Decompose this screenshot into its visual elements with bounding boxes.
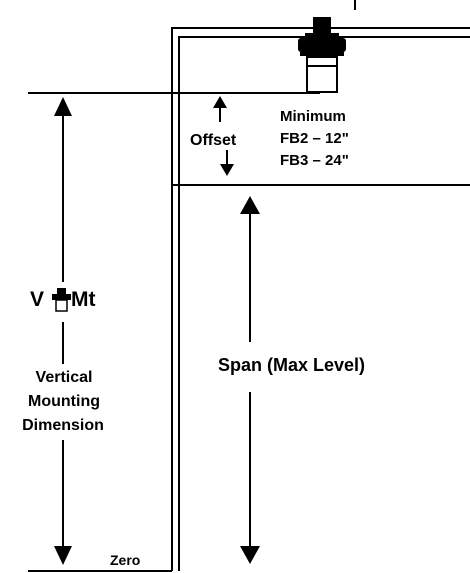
span-label: Span (Max Level) bbox=[218, 355, 366, 375]
fb2-label: FB2 – 12" bbox=[280, 130, 349, 147]
offset-arrow bbox=[213, 96, 234, 176]
tank-inner-wall bbox=[178, 36, 470, 571]
sensor-symbol-icon bbox=[52, 288, 71, 312]
zero-label: Zero bbox=[110, 552, 141, 568]
minimum-label: Minimum bbox=[280, 108, 346, 125]
span-arrow bbox=[240, 196, 260, 564]
mounting-label: Mounting bbox=[28, 393, 100, 410]
vmt-label-mt: Mt bbox=[71, 288, 96, 311]
tank-outer-wall bbox=[171, 27, 470, 571]
transducer-icon bbox=[298, 17, 346, 93]
fb3-label: FB3 – 24" bbox=[280, 152, 349, 169]
vertical-mounting-arrow bbox=[54, 97, 72, 565]
dimension-label: Dimension bbox=[22, 417, 104, 434]
vertical-label: Vertical bbox=[35, 369, 93, 386]
tank-outline bbox=[171, 27, 470, 571]
vmt-label-v: V bbox=[30, 288, 45, 311]
offset-label: Offset bbox=[190, 132, 237, 149]
